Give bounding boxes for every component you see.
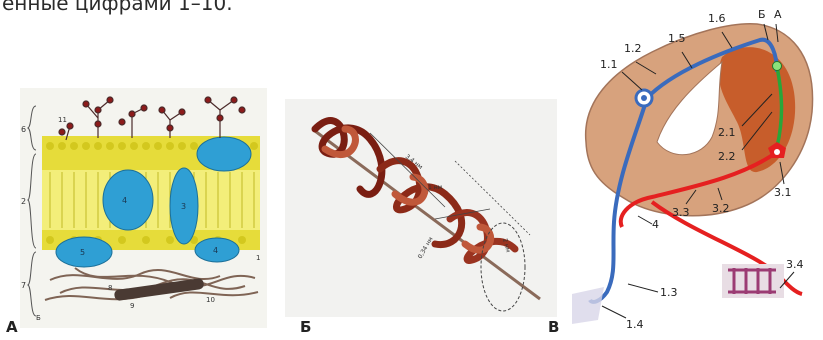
reflex-arc-figure: 1.1 1.2 1.5 1.6 Б А 2.1 2.2 3.3 3.2 3.1 … (572, 2, 818, 334)
label-1-3: 1.3 (660, 286, 678, 299)
label-1-6: 1.6 (708, 12, 726, 25)
label-1-4: 1.4 (626, 318, 644, 331)
label-3-1: 3.1 (774, 186, 792, 199)
caption-text: енные цифрами 1–10. (2, 0, 233, 15)
label-1-5: 1.5 (668, 32, 686, 45)
inner-letter: Б (36, 314, 41, 322)
label-7: 7 (21, 281, 26, 290)
label-1-2: 1.2 (624, 42, 642, 55)
label-5: 5 (80, 248, 85, 257)
label-3-2: 3.2 (712, 202, 730, 215)
label-3: 3 (181, 202, 186, 211)
annotation-diameter: 2 нм (501, 238, 511, 254)
label-9: 9 (130, 302, 134, 310)
label-2: 2 (21, 197, 26, 206)
panel-letter-b: Б (300, 318, 312, 336)
label-b: Б (758, 8, 766, 21)
dna-figure: 3,4 нм 1 нм 0,34 нм 2 нм (285, 99, 557, 317)
label-2-1: 2.1 (718, 126, 736, 139)
annotation-1nm: 1 нм (428, 184, 442, 191)
membrane-illustration: 6 2 7 11 4 3 5 4 1 8 9 10 Б (20, 88, 267, 328)
label-4-bottom: 4 (213, 246, 218, 255)
reflex-arc-illustration: 1.1 1.2 1.5 1.6 Б А 2.1 2.2 3.3 3.2 3.1 … (572, 2, 818, 334)
label-1: 1 (256, 254, 260, 262)
label-3-3: 3.3 (672, 206, 690, 219)
panel-letter-a: А (6, 318, 18, 336)
label-4-top: 4 (122, 196, 127, 205)
label-3-4: 3.4 (786, 258, 804, 271)
panel-letter-c: В (548, 318, 560, 336)
membrane-figure: 6 2 7 11 4 3 5 4 1 8 9 10 Б (20, 88, 267, 328)
label-6: 6 (21, 125, 26, 134)
dna-illustration: 3,4 нм 1 нм 0,34 нм 2 нм (285, 99, 557, 317)
label-11: 11 (58, 116, 67, 124)
label-a: А (774, 8, 782, 21)
label-8: 8 (108, 284, 112, 292)
label-2-2: 2.2 (718, 150, 736, 163)
label-1-1: 1.1 (600, 58, 618, 71)
label-4: 4 (652, 218, 659, 231)
label-10: 10 (206, 296, 215, 304)
